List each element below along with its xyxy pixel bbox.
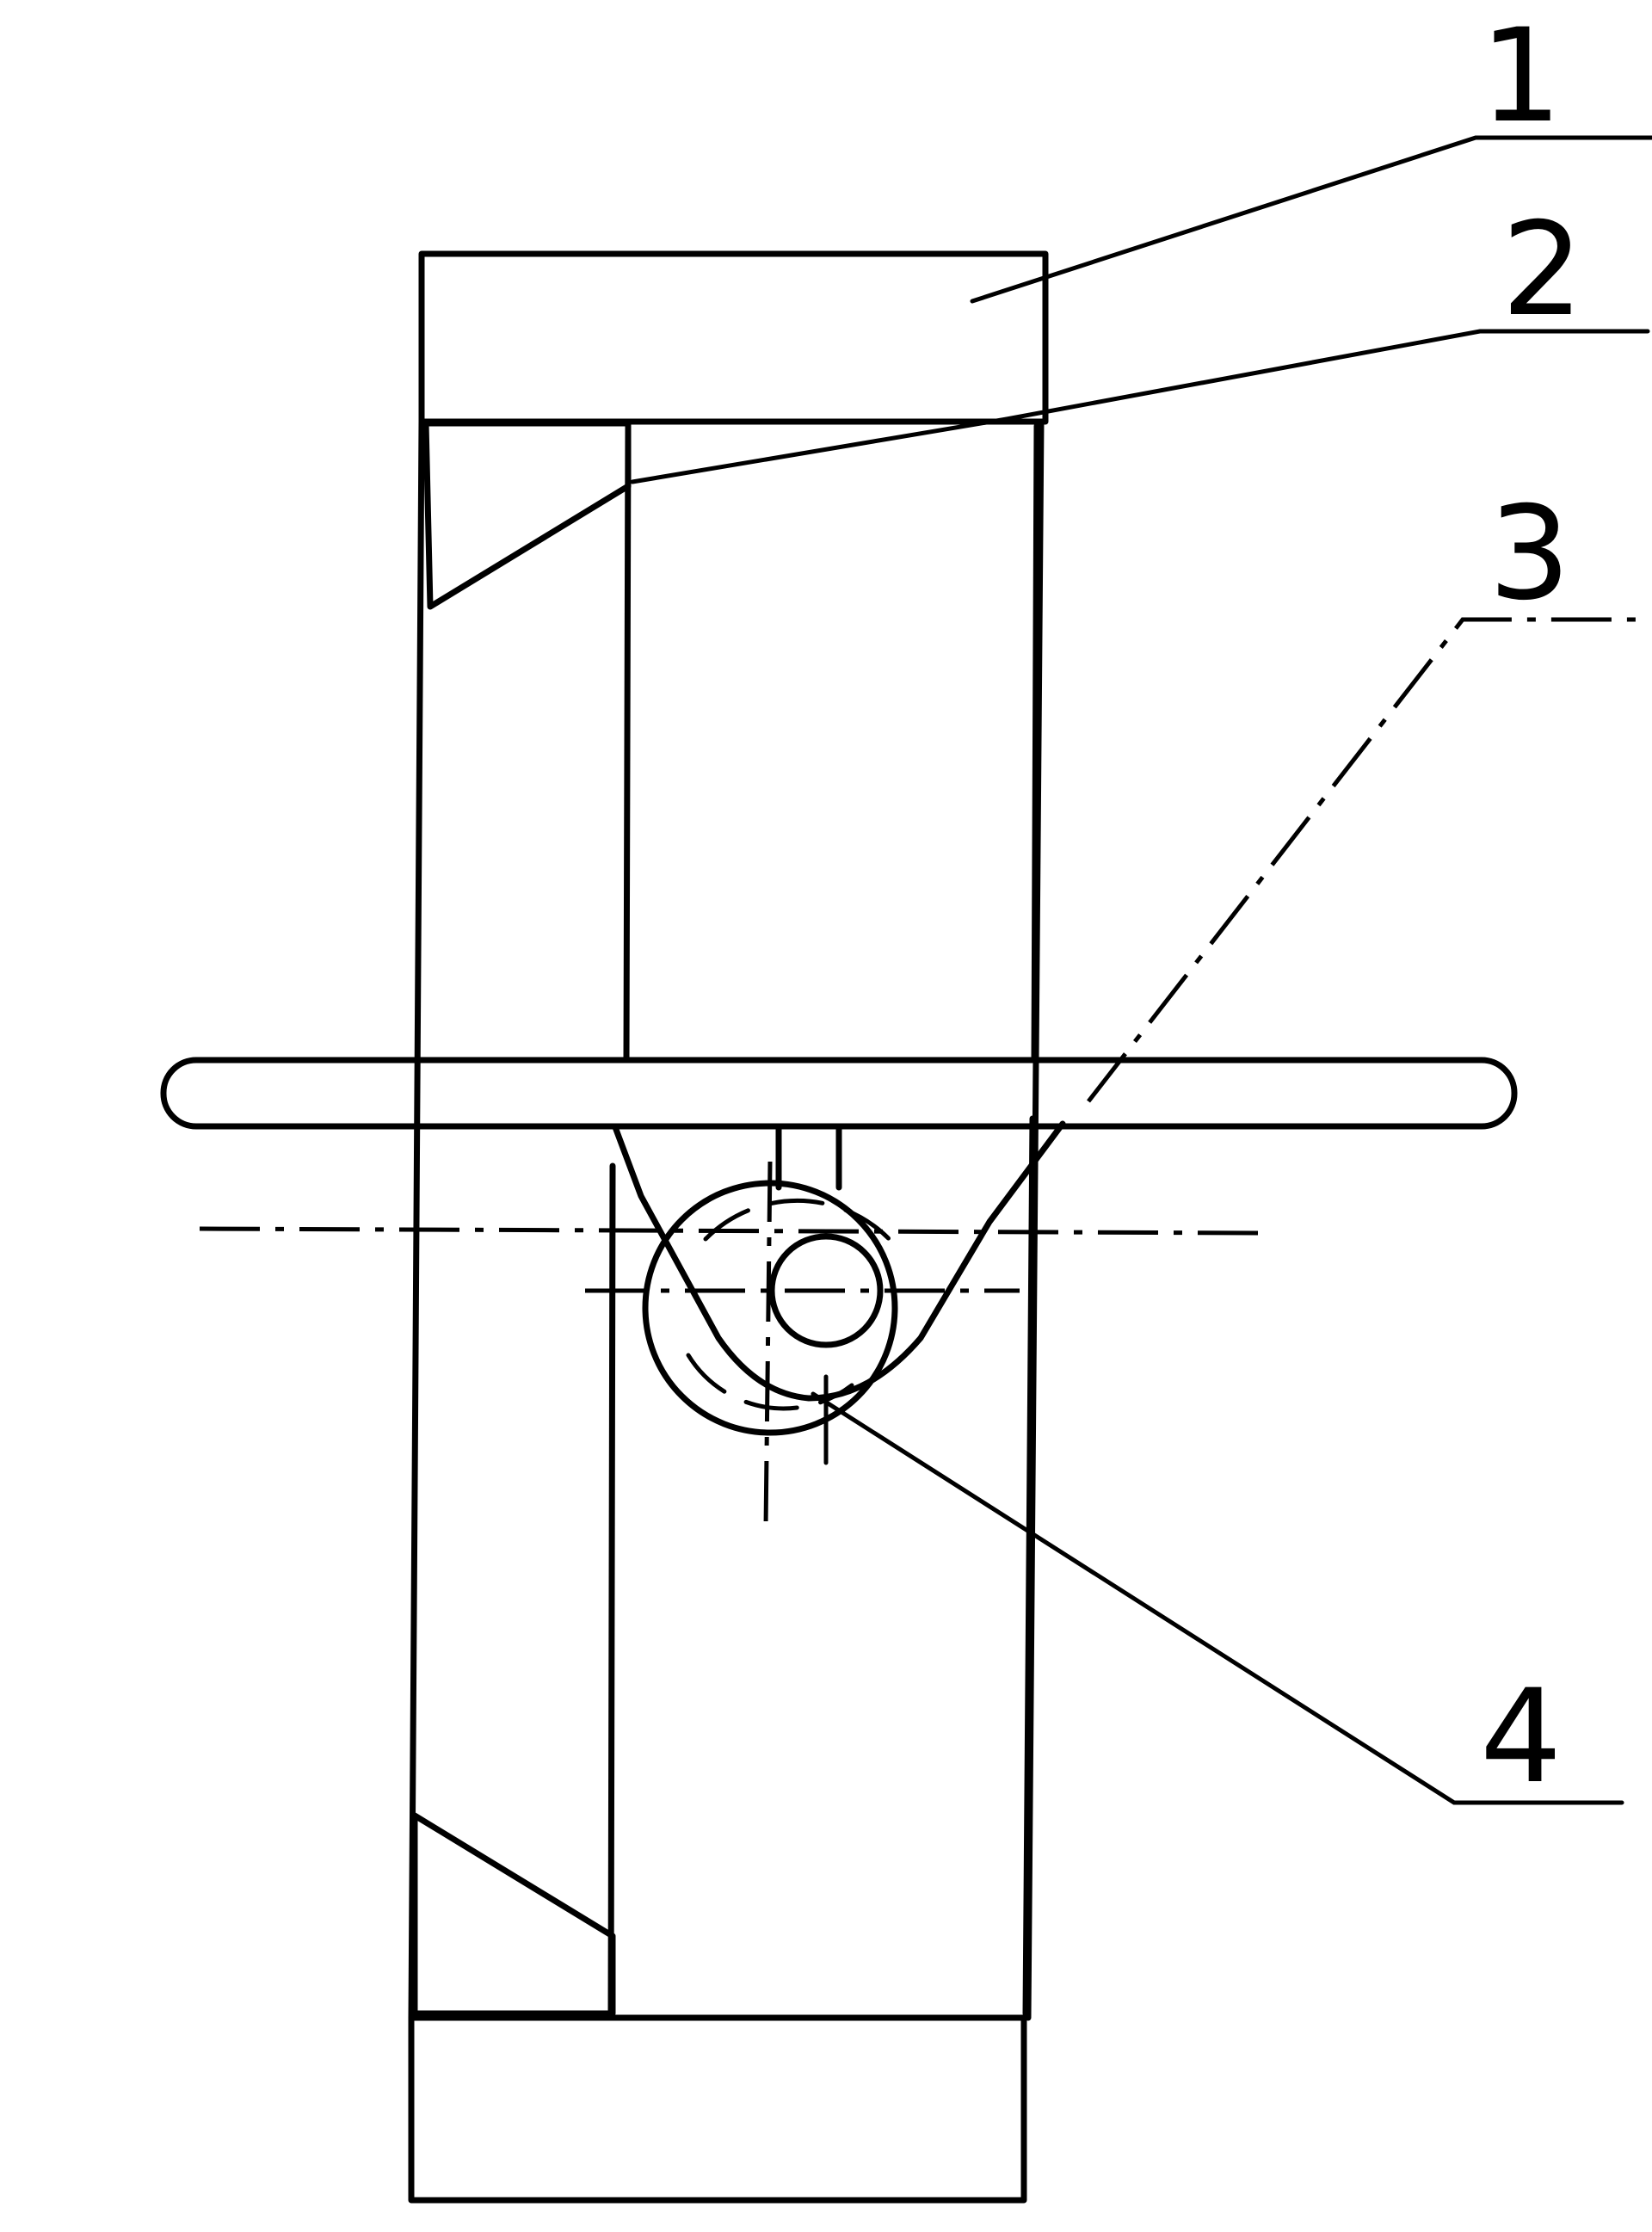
housing-bottom-section bbox=[408, 2014, 1027, 2204]
inner-bore-right-upper bbox=[1031, 422, 1040, 1064]
leader-1 bbox=[970, 135, 1652, 304]
label-part-4: 4 bbox=[1480, 1662, 1562, 1812]
seal-top bbox=[422, 420, 632, 610]
housing-left-wall bbox=[408, 418, 425, 2021]
inner-pin bbox=[768, 1233, 884, 1348]
leader-2b bbox=[630, 416, 1009, 484]
inner-bore-left-lower bbox=[607, 1162, 616, 2017]
label-part-3: 3 bbox=[1489, 479, 1570, 629]
cup-tab bbox=[775, 1124, 842, 1191]
label-part-1: 1 bbox=[1480, 2, 1562, 151]
cam-cup bbox=[612, 1120, 1066, 1402]
leader-3 bbox=[1087, 617, 1643, 1103]
housing-top-section bbox=[418, 250, 1049, 425]
pin-arc-dashed bbox=[703, 1198, 906, 1259]
inner-bore-right-lower bbox=[1022, 1115, 1036, 2017]
label-part-2: 2 bbox=[1501, 195, 1583, 345]
inner-bore-left-upper bbox=[623, 422, 632, 1064]
leader-2 bbox=[1004, 329, 1650, 422]
centerline-horizontal-main bbox=[199, 1226, 1261, 1236]
centerline-vertical-pin bbox=[763, 1161, 773, 1528]
shaft-bar bbox=[160, 1057, 1518, 1130]
leader-4 bbox=[811, 1391, 1624, 1805]
seal-bottom bbox=[411, 1812, 616, 2017]
pin-arc-lower bbox=[686, 1353, 854, 1411]
